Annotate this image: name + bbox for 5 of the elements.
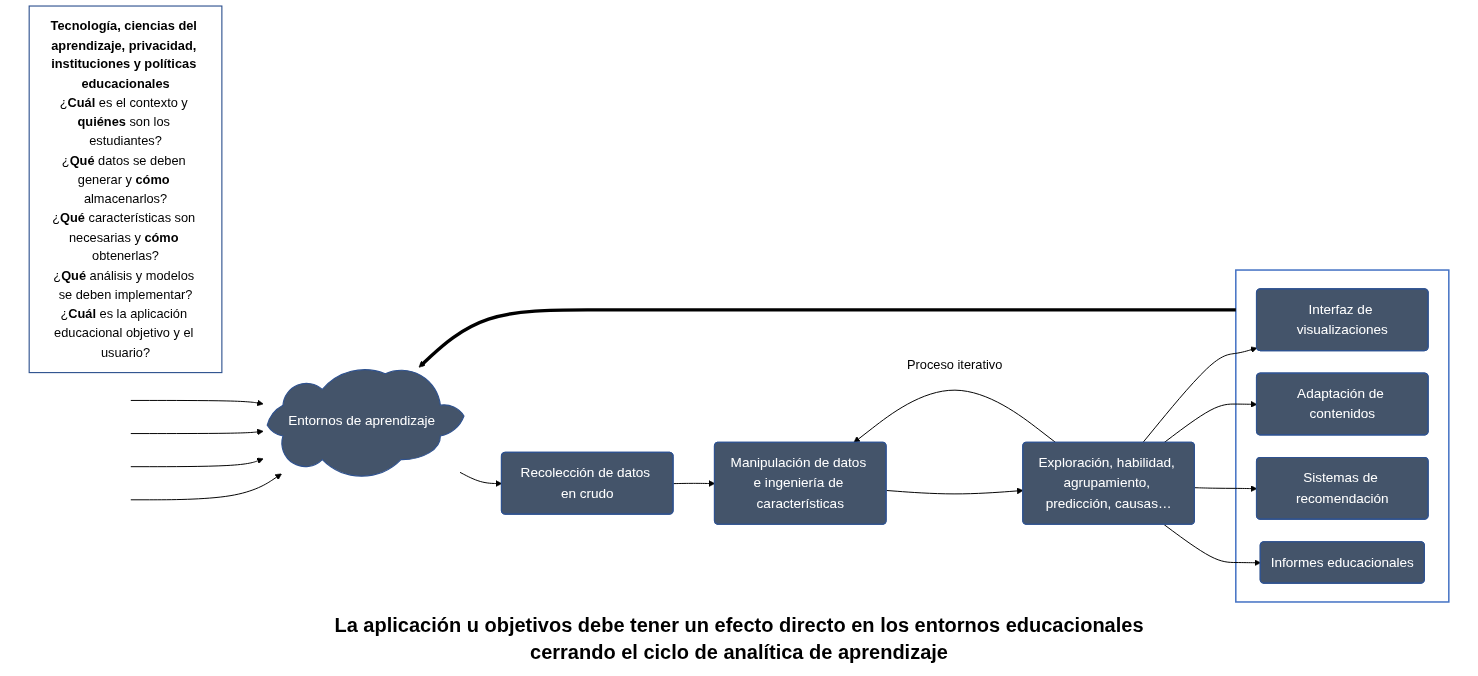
node-box: Tecnología, ciencias del aprendizaje, privacidad, instituciones y políticas educacionales ¿Cuál es el contexto y quiénes son los estudiantes? ¿Qué datos se deben generar y cómo almacenarlos? ¿Qué características son necesarias y cómo obtenerlas? ¿Qué análisis y modelos se deben implementar? ¿Cuál es la aplicación educacional objetivo y el usuario? bbox=[28, 5, 223, 374]
edge-label: Proceso iterativo bbox=[907, 357, 1003, 372]
cluster bbox=[1235, 269, 1450, 603]
arrow bbox=[418, 308, 1236, 368]
caption: La aplicación u objetivos debe tener un efecto directo en los entornos educacionales cerrando el ciclo de analítica de aprendizaje bbox=[333, 613, 1145, 665]
